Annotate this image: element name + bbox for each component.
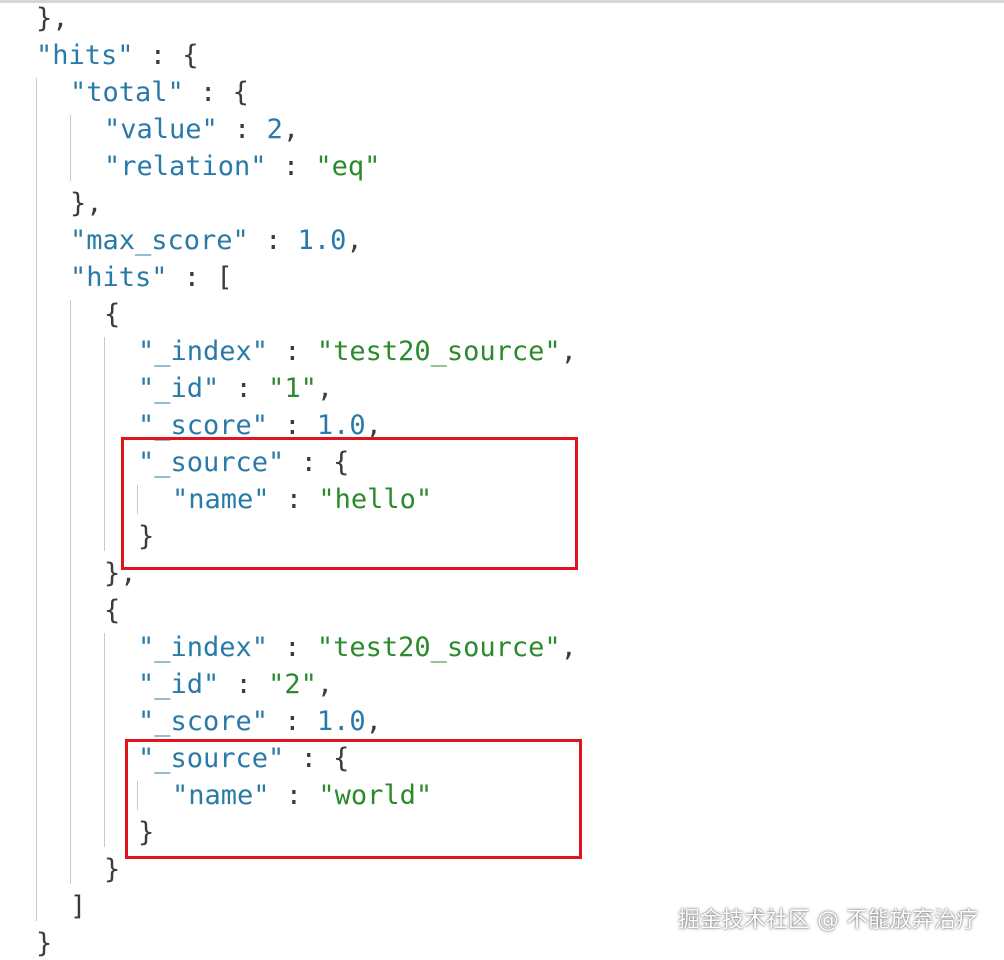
code-line: } <box>138 518 154 555</box>
json-key: "_index" <box>138 336 269 367</box>
highlight-box-source-1 <box>121 437 578 570</box>
watermark-text: 掘金技术社区 @ 不能放弃治疗 <box>678 908 978 933</box>
json-key: "hits" <box>36 40 134 71</box>
json-punctuation: } <box>138 817 155 848</box>
json-punctuation: : <box>268 632 317 663</box>
json-key: "_id" <box>138 669 220 700</box>
code-line: "_source" : { <box>138 740 349 777</box>
code-line: "_index" : "test20_source", <box>138 629 577 666</box>
code-line: "name" : "world" <box>172 777 432 814</box>
json-punctuation: : <box>268 336 317 367</box>
json-key: "hits" <box>70 262 168 293</box>
highlight-box-source-2 <box>125 739 582 859</box>
json-key: "_index" <box>138 632 269 663</box>
code-line: "_id" : "1", <box>138 370 333 407</box>
json-key: "_score" <box>138 410 269 441</box>
json-string-value: "1" <box>268 373 317 404</box>
code-line: { <box>104 592 120 629</box>
json-punctuation: : { <box>284 447 350 478</box>
json-punctuation: , <box>365 706 382 737</box>
json-punctuation: }, <box>36 3 69 34</box>
code-line: "_id" : "2", <box>138 666 333 703</box>
code-line: "hits" : [ <box>70 259 233 296</box>
json-punctuation: } <box>104 854 121 885</box>
json-punctuation: : <box>269 484 319 515</box>
code-line: "total" : { <box>70 74 249 111</box>
json-key: "_score" <box>138 706 269 737</box>
indent-guide-line <box>104 633 105 847</box>
code-line: } <box>138 814 154 851</box>
json-string-value: "hello" <box>318 484 433 515</box>
code-line: } <box>36 925 52 960</box>
json-punctuation: , <box>365 410 382 441</box>
json-punctuation: }, <box>70 188 103 219</box>
code-line: }, <box>104 555 137 592</box>
code-line: "name" : "hello" <box>172 481 432 518</box>
indent-guide-line <box>70 300 71 884</box>
json-key: "name" <box>172 780 270 811</box>
json-punctuation: } <box>36 928 53 959</box>
json-punctuation: : <box>266 151 316 182</box>
indent-guide-line <box>36 78 37 921</box>
indent-guide-line <box>70 115 71 181</box>
json-punctuation: : <box>268 410 317 441</box>
json-punctuation: { <box>104 595 121 626</box>
code-line: ] <box>70 888 86 925</box>
json-key: "total" <box>70 77 184 108</box>
json-string-value: "test20_source" <box>316 632 561 663</box>
json-key: "name" <box>172 484 270 515</box>
json-punctuation: , <box>560 336 577 367</box>
json-punctuation: ] <box>70 891 87 922</box>
json-punctuation: : { <box>284 743 350 774</box>
json-number-value: 1.0 <box>316 706 366 737</box>
json-punctuation: : <box>248 225 298 256</box>
code-line: }, <box>70 185 103 222</box>
json-string-value: "world" <box>318 780 433 811</box>
code-line: "relation" : "eq" <box>104 148 380 185</box>
json-punctuation: : { <box>183 77 249 108</box>
json-punctuation: { <box>104 299 121 330</box>
json-key: "value" <box>104 114 218 145</box>
json-key: "relation" <box>104 151 267 182</box>
json-number-value: 1.0 <box>297 225 347 256</box>
code-line: "_score" : 1.0, <box>138 703 382 740</box>
json-punctuation: , <box>346 225 363 256</box>
json-key: "max_score" <box>70 225 249 256</box>
json-number-value: 1.0 <box>316 410 366 441</box>
json-key: "_source" <box>138 743 285 774</box>
code-line: "max_score" : 1.0, <box>70 222 363 259</box>
indent-guide-line <box>104 337 105 551</box>
json-number-value: 2 <box>266 114 283 145</box>
json-string-value: "eq" <box>315 151 381 182</box>
json-key: "_source" <box>138 447 285 478</box>
json-punctuation: } <box>138 521 155 552</box>
json-punctuation: , <box>560 632 577 663</box>
json-string-value: "test20_source" <box>316 336 561 367</box>
json-key: "_id" <box>138 373 220 404</box>
json-punctuation: , <box>282 114 300 145</box>
json-string-value: "2" <box>268 669 317 700</box>
json-punctuation: : <box>219 373 269 404</box>
window-top-border <box>0 0 1004 3</box>
json-punctuation: : <box>217 114 267 145</box>
code-line: "hits" : { <box>36 37 199 74</box>
code-line: "_source" : { <box>138 444 349 481</box>
code-line: } <box>104 851 120 888</box>
json-punctuation: : [ <box>167 262 233 293</box>
indent-guide-line <box>137 781 138 810</box>
code-line: }, <box>36 0 69 37</box>
json-punctuation: , <box>316 669 334 700</box>
json-punctuation: }, <box>104 558 137 589</box>
json-punctuation: : <box>268 706 317 737</box>
json-punctuation: : <box>219 669 269 700</box>
json-punctuation: : { <box>133 40 199 71</box>
code-line: "value" : 2, <box>104 111 299 148</box>
indent-guide-line <box>137 485 138 514</box>
json-punctuation: , <box>316 373 334 404</box>
code-line: { <box>104 296 120 333</box>
json-punctuation: : <box>269 780 319 811</box>
code-line: "_index" : "test20_source", <box>138 333 577 370</box>
code-line: "_score" : 1.0, <box>138 407 382 444</box>
